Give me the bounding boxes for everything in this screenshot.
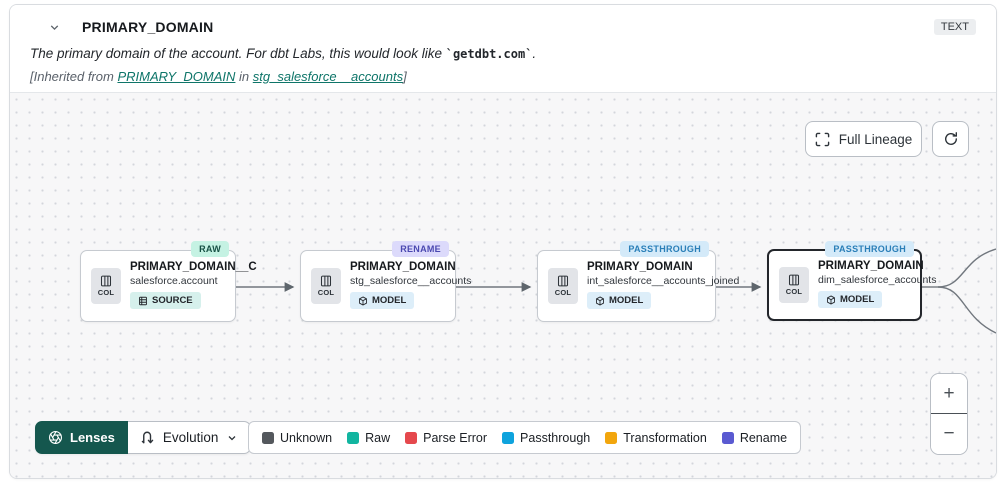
- legend-swatch: [721, 431, 734, 444]
- model-cube-icon: [359, 296, 367, 306]
- columns-icon: [557, 275, 569, 287]
- inline-code: `getdbt.com`: [445, 47, 533, 61]
- evolution-tag: PASSTHROUGH: [825, 241, 914, 257]
- column-description: The primary domain of the account. For d…: [30, 46, 537, 61]
- inherited-column-link[interactable]: PRIMARY_DOMAIN: [117, 69, 236, 84]
- columns-icon: [320, 275, 332, 287]
- legend-swatch: [347, 431, 360, 444]
- node-model-name: dim_salesforce_accounts: [818, 274, 937, 287]
- lenses-button[interactable]: Lenses: [35, 421, 128, 454]
- lineage-node-intermediate[interactable]: PASSTHROUGH COL PRIMARY_DOMAIN int_sales…: [537, 241, 740, 322]
- legend-item: Raw: [347, 431, 390, 445]
- inherited-model-link[interactable]: stg_salesforce__accounts: [252, 69, 404, 84]
- lineage-node-staging[interactable]: RENAME COL PRIMARY_DOMAIN stg_salesforce…: [300, 241, 472, 322]
- column-chip: COL: [548, 268, 578, 304]
- chevron-down-icon: [228, 435, 236, 440]
- evolution-tag: PASSTHROUGH: [620, 241, 709, 257]
- legend-swatch: [262, 431, 274, 444]
- resource-type-badge: MODEL: [818, 291, 883, 309]
- lineage-canvas[interactable]: Full Lineage RAW COL PRIMARY_DOMAIN__C s…: [10, 93, 996, 478]
- model-cube-icon: [596, 296, 604, 306]
- legend-item: Transformation: [605, 431, 707, 445]
- node-title: PRIMARY_DOMAIN: [818, 260, 924, 273]
- node-model-name: stg_salesforce__accounts: [350, 275, 472, 288]
- node-model-name: int_salesforce__accounts_joined: [587, 275, 740, 288]
- resource-type-badge: MODEL: [587, 292, 652, 310]
- legend-item: Parse Error: [405, 431, 487, 445]
- inherited-from-note: [Inherited from PRIMARY_DOMAIN in stg_sa…: [30, 69, 407, 84]
- zoom-in-button[interactable]: +: [931, 374, 967, 414]
- legend-item: Passthrough: [502, 431, 590, 445]
- source-icon: [139, 296, 147, 305]
- refresh-button[interactable]: [932, 121, 969, 157]
- columns-icon: [100, 275, 112, 287]
- collapse-chevron-icon[interactable]: [44, 17, 64, 37]
- column-chip: COL: [779, 267, 809, 303]
- column-chip: COL: [91, 268, 121, 304]
- node-title: PRIMARY_DOMAIN: [587, 261, 693, 274]
- legend-item: Rename: [721, 431, 787, 445]
- node-title: PRIMARY_DOMAIN__C: [130, 261, 257, 274]
- model-cube-icon: [827, 295, 835, 305]
- column-chip: COL: [311, 268, 341, 304]
- columns-icon: [788, 274, 800, 286]
- page-title: PRIMARY_DOMAIN: [82, 19, 214, 35]
- evolution-tag: RAW: [191, 241, 229, 257]
- zoom-controls: + −: [930, 373, 968, 455]
- data-type-badge: TEXT: [933, 19, 976, 35]
- column-lineage-panel: PRIMARY_DOMAIN TEXT The primary domain o…: [9, 4, 997, 479]
- aperture-icon: [49, 431, 62, 444]
- resource-type-badge: SOURCE: [130, 292, 201, 310]
- legend-swatch: [502, 431, 515, 444]
- expand-icon: [815, 132, 830, 146]
- full-lineage-button[interactable]: Full Lineage: [805, 121, 922, 157]
- legend-item: Unknown: [262, 431, 332, 445]
- zoom-out-button[interactable]: −: [931, 414, 967, 454]
- evolution-legend: Unknown Raw Parse Error Passthrough Tran…: [248, 421, 802, 454]
- lenses-control: Lenses Evolution: [35, 421, 252, 454]
- node-model-name: salesforce.account: [130, 275, 218, 288]
- legend-swatch: [405, 431, 418, 444]
- evolution-tag: RENAME: [392, 241, 449, 257]
- refresh-icon: [944, 132, 957, 145]
- legend-swatch: [605, 431, 618, 444]
- evolution-icon: [141, 431, 154, 444]
- lens-dropdown[interactable]: Evolution: [127, 421, 252, 454]
- column-header: PRIMARY_DOMAIN TEXT The primary domain o…: [10, 5, 996, 93]
- lineage-node-dim-selected[interactable]: PASSTHROUGH COL PRIMARY_DOMAIN dim_sales…: [767, 241, 937, 321]
- resource-type-badge: MODEL: [350, 292, 415, 310]
- lineage-node-source[interactable]: RAW COL PRIMARY_DOMAIN__C salesforce.acc…: [80, 241, 257, 322]
- node-title: PRIMARY_DOMAIN: [350, 261, 456, 274]
